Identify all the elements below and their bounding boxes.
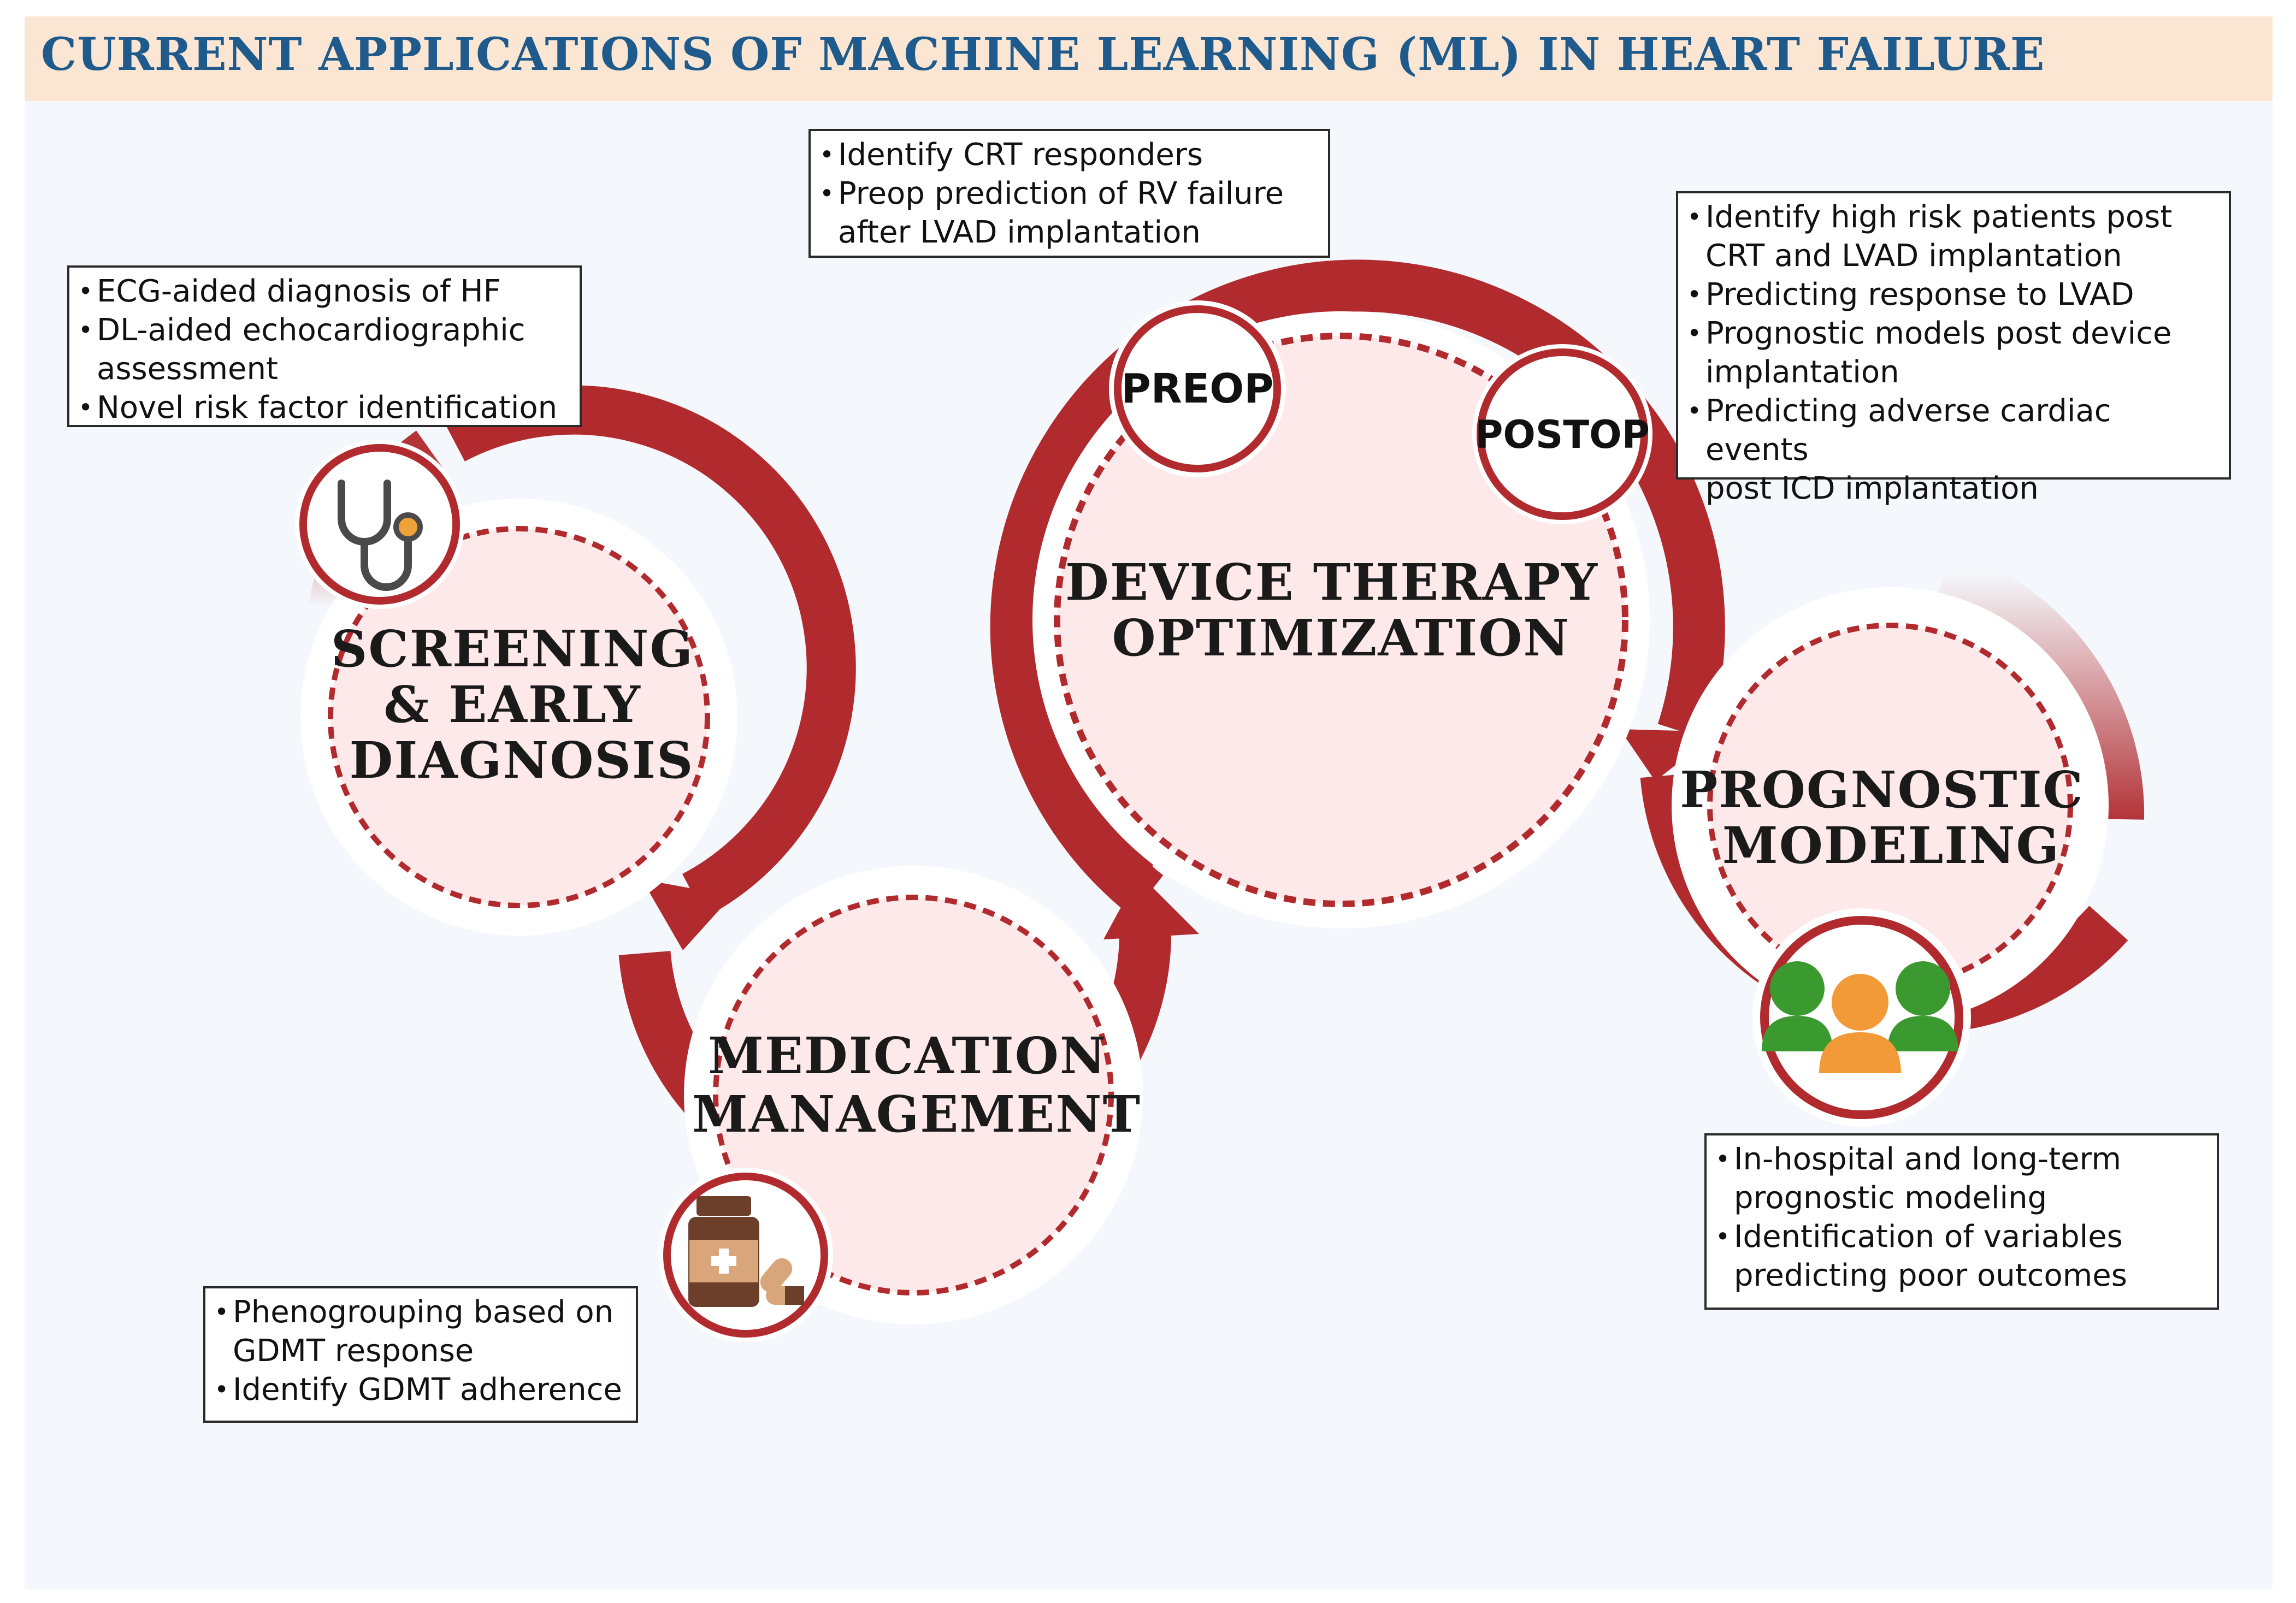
list-item: ECG-aided diagnosis of HF bbox=[77, 272, 574, 311]
preop-info-box: Identify CRT responders Preop prediction… bbox=[808, 129, 1330, 258]
prognostic-info-box: In-hospital and long-term prognostic mod… bbox=[1704, 1133, 2219, 1310]
medication-info-box: Phenogrouping based on GDMT response Ide… bbox=[203, 1286, 638, 1423]
title-banner: CURRENT APPLICATIONS OF MACHINE LEARNING… bbox=[25, 16, 2273, 101]
postop-label: POSTOP bbox=[1475, 412, 1650, 457]
screening-dotted-ring bbox=[328, 526, 710, 908]
medicine-badge bbox=[658, 1168, 833, 1342]
patient-group-badge bbox=[1752, 908, 1971, 1127]
preop-badge: PREOP bbox=[1109, 300, 1286, 477]
device-stage: DEVICE THERAPY OPTIMIZATION PREOP POSTOP bbox=[990, 259, 1725, 928]
list-item: Prognostic models post device implantati… bbox=[1686, 314, 2223, 392]
medicine-bottle-icon bbox=[688, 1196, 804, 1307]
stethoscope-badge bbox=[295, 440, 464, 609]
screening-arrow-head bbox=[642, 879, 732, 950]
medication-label: MEDICATION MANAGEMENT bbox=[692, 1026, 1141, 1144]
postop-badge: POSTOP bbox=[1472, 344, 1652, 524]
list-item: Identify high risk patients post CRT and… bbox=[1686, 198, 2223, 275]
screening-info-box: ECG-aided diagnosis of HF DL-aided echoc… bbox=[67, 265, 582, 427]
preop-label: PREOP bbox=[1122, 365, 1274, 412]
list-item: Preop prediction of RV failure after LVA… bbox=[818, 174, 1323, 252]
list-item: Predicting adverse cardiac events post I… bbox=[1686, 392, 2223, 508]
list-item: Identify GDMT adherence bbox=[213, 1370, 630, 1409]
stethoscope-icon bbox=[338, 480, 423, 591]
list-item: Novel risk factor identification bbox=[77, 388, 574, 427]
list-item: Predicting response to LVAD bbox=[1686, 275, 2223, 314]
screening-stage: SCREENING & EARLY DIAGNOSIS bbox=[295, 385, 856, 950]
list-item: DL-aided echocardiographic assessment bbox=[77, 311, 574, 388]
medication-dotted-ring bbox=[713, 895, 1114, 1296]
prognostic-stage: PROGNOSTIC MODELING bbox=[1640, 550, 2145, 1127]
patient-group-icon bbox=[1762, 961, 1958, 1073]
device-ring-arc bbox=[990, 259, 1725, 916]
prognostic-ring-fade bbox=[1937, 550, 2145, 820]
screening-label: SCREENING & EARLY DIAGNOSIS bbox=[331, 619, 712, 790]
list-item: Identification of variables predicting p… bbox=[1714, 1217, 2211, 1295]
device-dotted-ring bbox=[1054, 333, 1628, 907]
list-item: Phenogrouping based on GDMT response bbox=[213, 1293, 630, 1370]
medication-stage: MEDICATION MANAGEMENT bbox=[618, 866, 1199, 1342]
prognostic-label: PROGNOSTIC MODELING bbox=[1680, 760, 2103, 875]
list-item: In-hospital and long-term prognostic mod… bbox=[1714, 1140, 2211, 1217]
postop-info-box: Identify high risk patients post CRT and… bbox=[1676, 191, 2231, 506]
device-label: DEVICE THERAPY OPTIMIZATION bbox=[1065, 553, 1617, 667]
list-item: Identify CRT responders bbox=[818, 135, 1323, 174]
page-title: CURRENT APPLICATIONS OF MACHINE LEARNING… bbox=[41, 28, 2045, 81]
device-ring-tail bbox=[1093, 841, 1153, 923]
